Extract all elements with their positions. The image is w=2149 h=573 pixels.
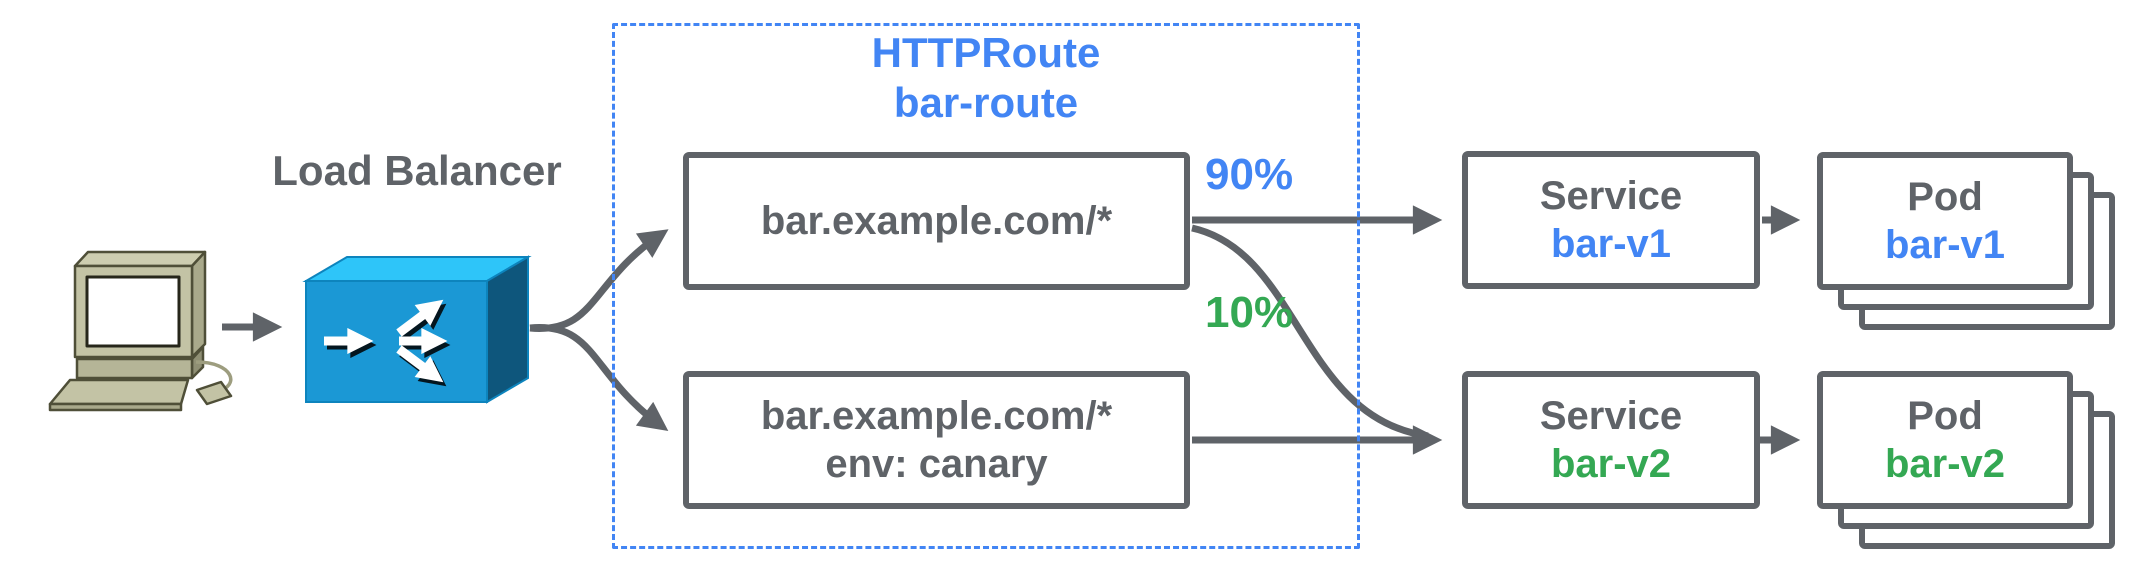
route-rule-2-header-match: env: canary	[825, 442, 1048, 486]
route-rule-1-box: bar.example.com/*	[683, 152, 1190, 290]
route-rule-2-host: bar.example.com/*	[760, 394, 1113, 438]
pod-2-name: bar-v2	[1884, 442, 2006, 486]
route-rule-2-box: bar.example.com/* env: canary	[683, 371, 1190, 509]
load-balancer-label: Load Balancer	[272, 147, 562, 194]
pod-bar-v2-box: Pod bar-v2	[1817, 371, 2073, 509]
service-2-kind: Service	[1539, 394, 1683, 438]
service-1-name: bar-v1	[1550, 222, 1672, 266]
service-bar-v1-box: Service bar-v1	[1462, 151, 1760, 289]
pod-1-kind: Pod	[1907, 175, 1983, 219]
weight-10-label: 10%	[1205, 288, 1294, 337]
httproute-name-label: bar-route	[893, 79, 1079, 126]
service-1-kind: Service	[1539, 174, 1683, 218]
httproute-title: HTTPRoute bar-route	[612, 28, 1360, 128]
weight-90-label: 90%	[1205, 150, 1294, 199]
pod-bar-v1-box: Pod bar-v1	[1817, 152, 2073, 290]
computer-icon	[48, 250, 233, 412]
pod-1-name: bar-v1	[1884, 223, 2006, 267]
httproute-dashed-container	[612, 23, 1360, 549]
pod-2-kind: Pod	[1907, 394, 1983, 438]
httproute-kind-label: HTTPRoute	[871, 29, 1101, 76]
arrow-10-percent	[1191, 224, 1429, 440]
service-2-name: bar-v2	[1550, 442, 1672, 486]
fork-arrow-to-route-2	[529, 324, 669, 432]
load-balancer-fanout-icon	[302, 255, 532, 404]
route-rule-1-host: bar.example.com/*	[760, 199, 1113, 243]
service-bar-v2-box: Service bar-v2	[1462, 371, 1760, 509]
